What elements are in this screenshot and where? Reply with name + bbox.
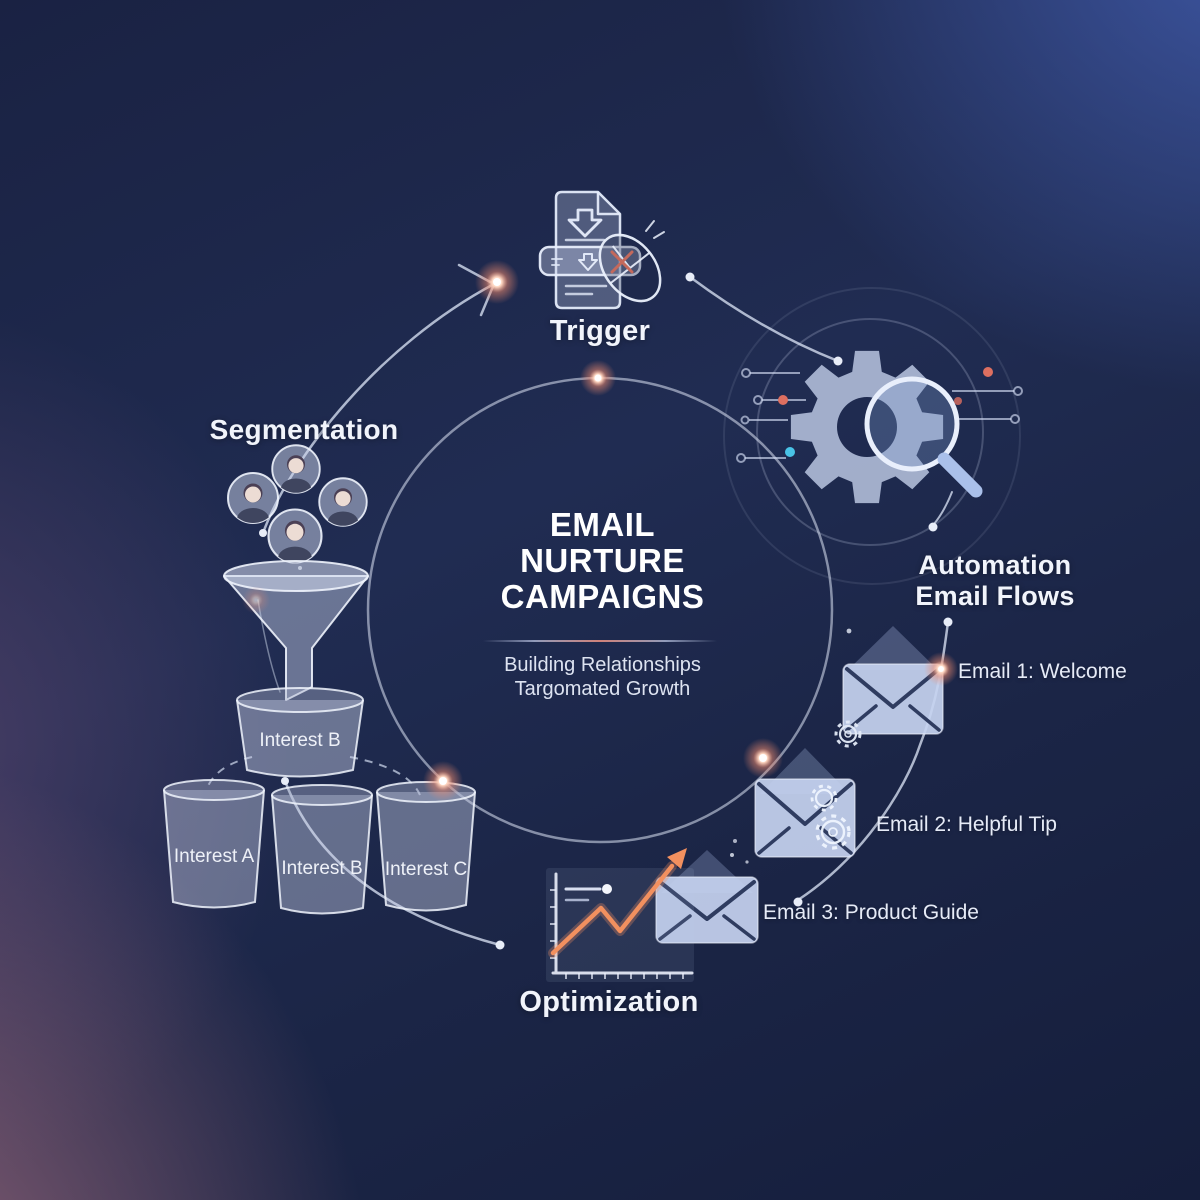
red-node-dot [778, 395, 788, 405]
title-line-3: CAMPAIGNS [500, 578, 705, 615]
gear-orbit-circle-outer [723, 287, 1021, 585]
red-node-dot [983, 367, 993, 377]
optimization-chart-icon [546, 848, 694, 982]
envelope-icon-email-3 [655, 850, 759, 944]
x-mark [610, 250, 634, 274]
bucket-top [236, 687, 364, 778]
subtitle-line-2: Targomated Growth [514, 678, 691, 700]
segmentation-to-trigger-arrow-curve [261, 282, 496, 535]
bucket-interest-c [376, 781, 476, 912]
stage-label-optimization: Optimization [519, 986, 699, 1018]
magnifier-cord [933, 491, 953, 525]
bucket-interest-b [271, 784, 373, 915]
cyan-node-dot [785, 447, 795, 457]
stage-label-automation: Automation Email Flows [870, 550, 1120, 612]
center-subtitle: Building Relationships Targomated Growth [400, 653, 805, 701]
envelope-icon-email-2 [754, 748, 856, 858]
trend-arrowhead [667, 848, 687, 869]
bucket-label-interest-b: Interest B [281, 858, 363, 879]
title-line-1: EMAIL [549, 506, 656, 543]
funnel-icon [223, 560, 369, 701]
gear-small-icon [810, 784, 851, 850]
title-line-2: NURTURE [520, 542, 685, 579]
title-divider [483, 640, 717, 642]
optimization-to-buckets-curve [283, 779, 502, 947]
glow-sparks [242, 260, 958, 801]
download-arrow-icon [567, 208, 603, 238]
bucket-label-interest-c: Interest C [384, 859, 468, 880]
envelope-icon-email-1 [834, 626, 944, 748]
bucket-interest-a [163, 779, 265, 909]
automation-label-line-2: Email Flows [915, 581, 1075, 611]
connector-dots [259, 272, 953, 950]
stage-label-segmentation: Segmentation [209, 414, 399, 445]
mouse-icon [598, 220, 665, 303]
red-node-dot [954, 397, 962, 405]
bucket-label-interest-a: Interest A [173, 846, 255, 867]
subtitle-line-1: Building Relationships [504, 654, 701, 676]
trigger-to-gear-curve [688, 275, 840, 363]
magnifier-icon [864, 376, 983, 498]
segmentation-avatars-icon [228, 445, 367, 570]
email-3-label: Email 3: Product Guide [763, 901, 979, 924]
center-title: EMAIL NURTURE CAMPAIGNS [400, 507, 805, 615]
gear-small-icon [834, 720, 862, 748]
dashed-connectors [207, 756, 421, 796]
email-2-label: Email 2: Helpful Tip [876, 813, 1057, 836]
stage-label-trigger: Trigger [549, 315, 651, 347]
bucket-top-label: Interest B [259, 730, 341, 751]
gear-icon [790, 350, 944, 504]
automation-label-line-1: Automation [918, 550, 1072, 580]
rising-trend-line [550, 863, 675, 956]
gear-orbit-circle [756, 318, 984, 546]
email-1-label: Email 1: Welcome [958, 660, 1127, 683]
